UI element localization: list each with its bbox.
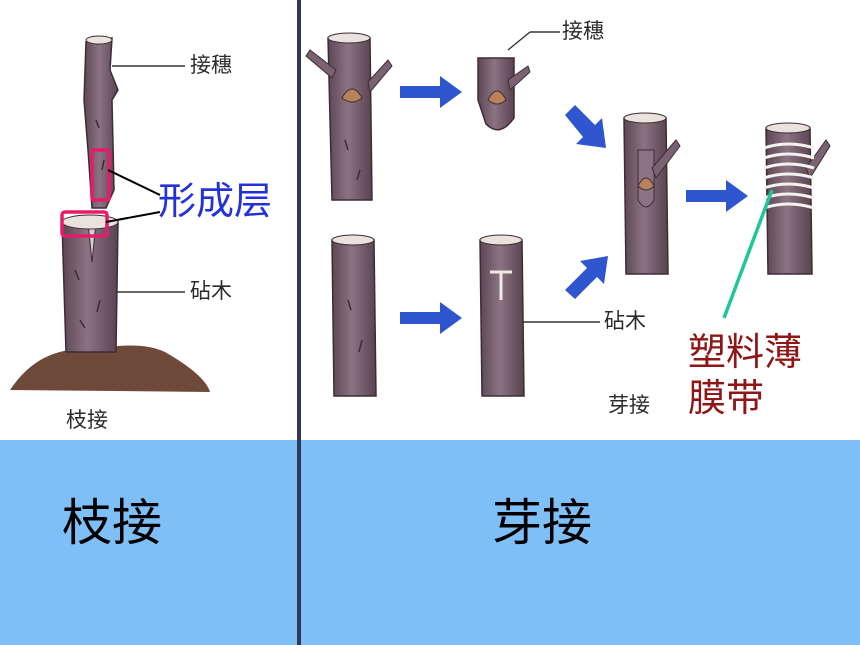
- arrow-4: [565, 256, 608, 299]
- left-method-label: 枝接: [66, 408, 108, 432]
- right-method-label: 芽接: [608, 393, 650, 417]
- budwood-stock: [327, 37, 373, 201]
- left-rootstock-label: 砧木: [190, 279, 232, 303]
- cambium-label: 形成层: [158, 179, 273, 223]
- cambium-highlight-scion: [90, 148, 111, 202]
- rootstock-plain: [331, 239, 377, 397]
- film-label: 塑料薄 膜带: [688, 330, 802, 421]
- rootstock-t-cut: [479, 239, 525, 397]
- caption-right: 芽接: [492, 494, 592, 552]
- film-label-line2: 膜带: [688, 375, 765, 420]
- left-scion-label: 接穗: [190, 53, 232, 77]
- arrow-5: [686, 180, 748, 212]
- arrow-2: [565, 105, 606, 148]
- cambium-highlight-rootstock: [60, 210, 109, 238]
- soil-mound: [10, 345, 210, 392]
- wrapped-stock: [765, 127, 813, 275]
- arrow-3: [400, 302, 462, 334]
- arrow-1: [400, 76, 462, 108]
- right-scion-label: 接穗: [562, 19, 604, 43]
- panel-divider: [297, 0, 301, 645]
- film-pointer: [722, 189, 774, 319]
- right-rootstock-label: 砧木: [604, 309, 646, 333]
- t-cut: [490, 270, 512, 300]
- scion-left: [83, 37, 119, 209]
- caption-left: 枝接: [62, 494, 162, 552]
- caption-band: [0, 440, 860, 645]
- film-label-line1: 塑料薄: [688, 330, 803, 374]
- scion-top: [85, 35, 113, 45]
